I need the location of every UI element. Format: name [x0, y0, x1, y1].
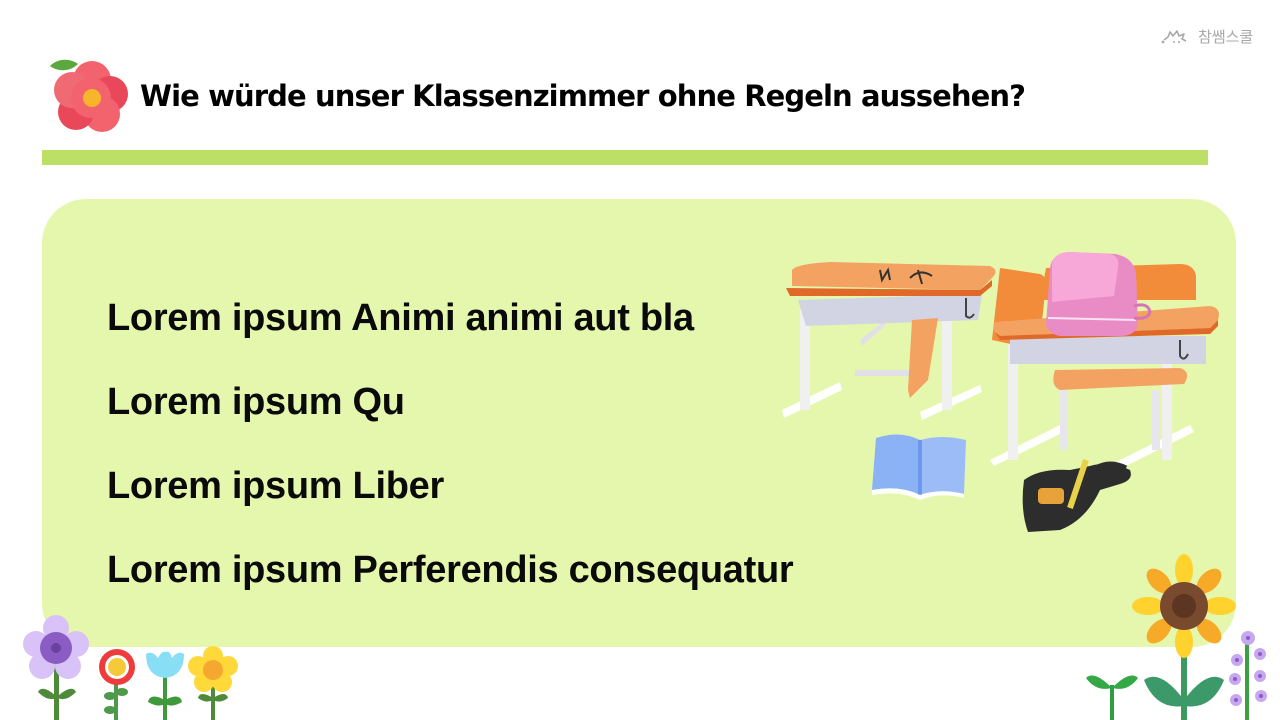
purple-flower-icon	[23, 615, 89, 720]
desk-with-chair	[990, 252, 1219, 472]
title-row: Wie würde unser Klassenzimmer ohne Regel…	[48, 56, 1026, 134]
flowers-left-decoration	[23, 615, 238, 720]
bullet-list: Lorem ipsum Animi animi aut bla Lorem ip…	[107, 276, 794, 612]
title-underline	[42, 150, 1208, 165]
sprout-icon	[1086, 675, 1138, 720]
sparkle-splash-icon	[1161, 29, 1187, 43]
pencil-case	[1022, 459, 1131, 532]
broken-desk	[782, 262, 996, 420]
messy-classroom-desks-illustration	[782, 252, 1219, 532]
yellow-flower-icon	[188, 646, 238, 720]
page-title: Wie würde unser Klassenzimmer ohne Regel…	[140, 79, 1026, 113]
brand-logo-text: 참쌤스쿨	[1198, 28, 1254, 46]
brand-logo: 참쌤스쿨	[1160, 26, 1253, 47]
red-flower-icon	[99, 649, 135, 720]
list-item: Lorem ipsum Perferendis consequatur	[107, 549, 794, 591]
open-book	[872, 434, 966, 500]
sunflower-icon	[1132, 554, 1236, 720]
list-item: Lorem ipsum Animi animi aut bla	[107, 297, 694, 339]
list-item: Lorem ipsum Liber	[107, 465, 444, 507]
lavender-icon	[1229, 631, 1267, 720]
list-item: Lorem ipsum Qu	[107, 381, 405, 423]
flowers-right-decoration	[1086, 554, 1267, 720]
red-flower-icon	[50, 59, 128, 132]
blue-tulip-icon	[146, 651, 184, 720]
